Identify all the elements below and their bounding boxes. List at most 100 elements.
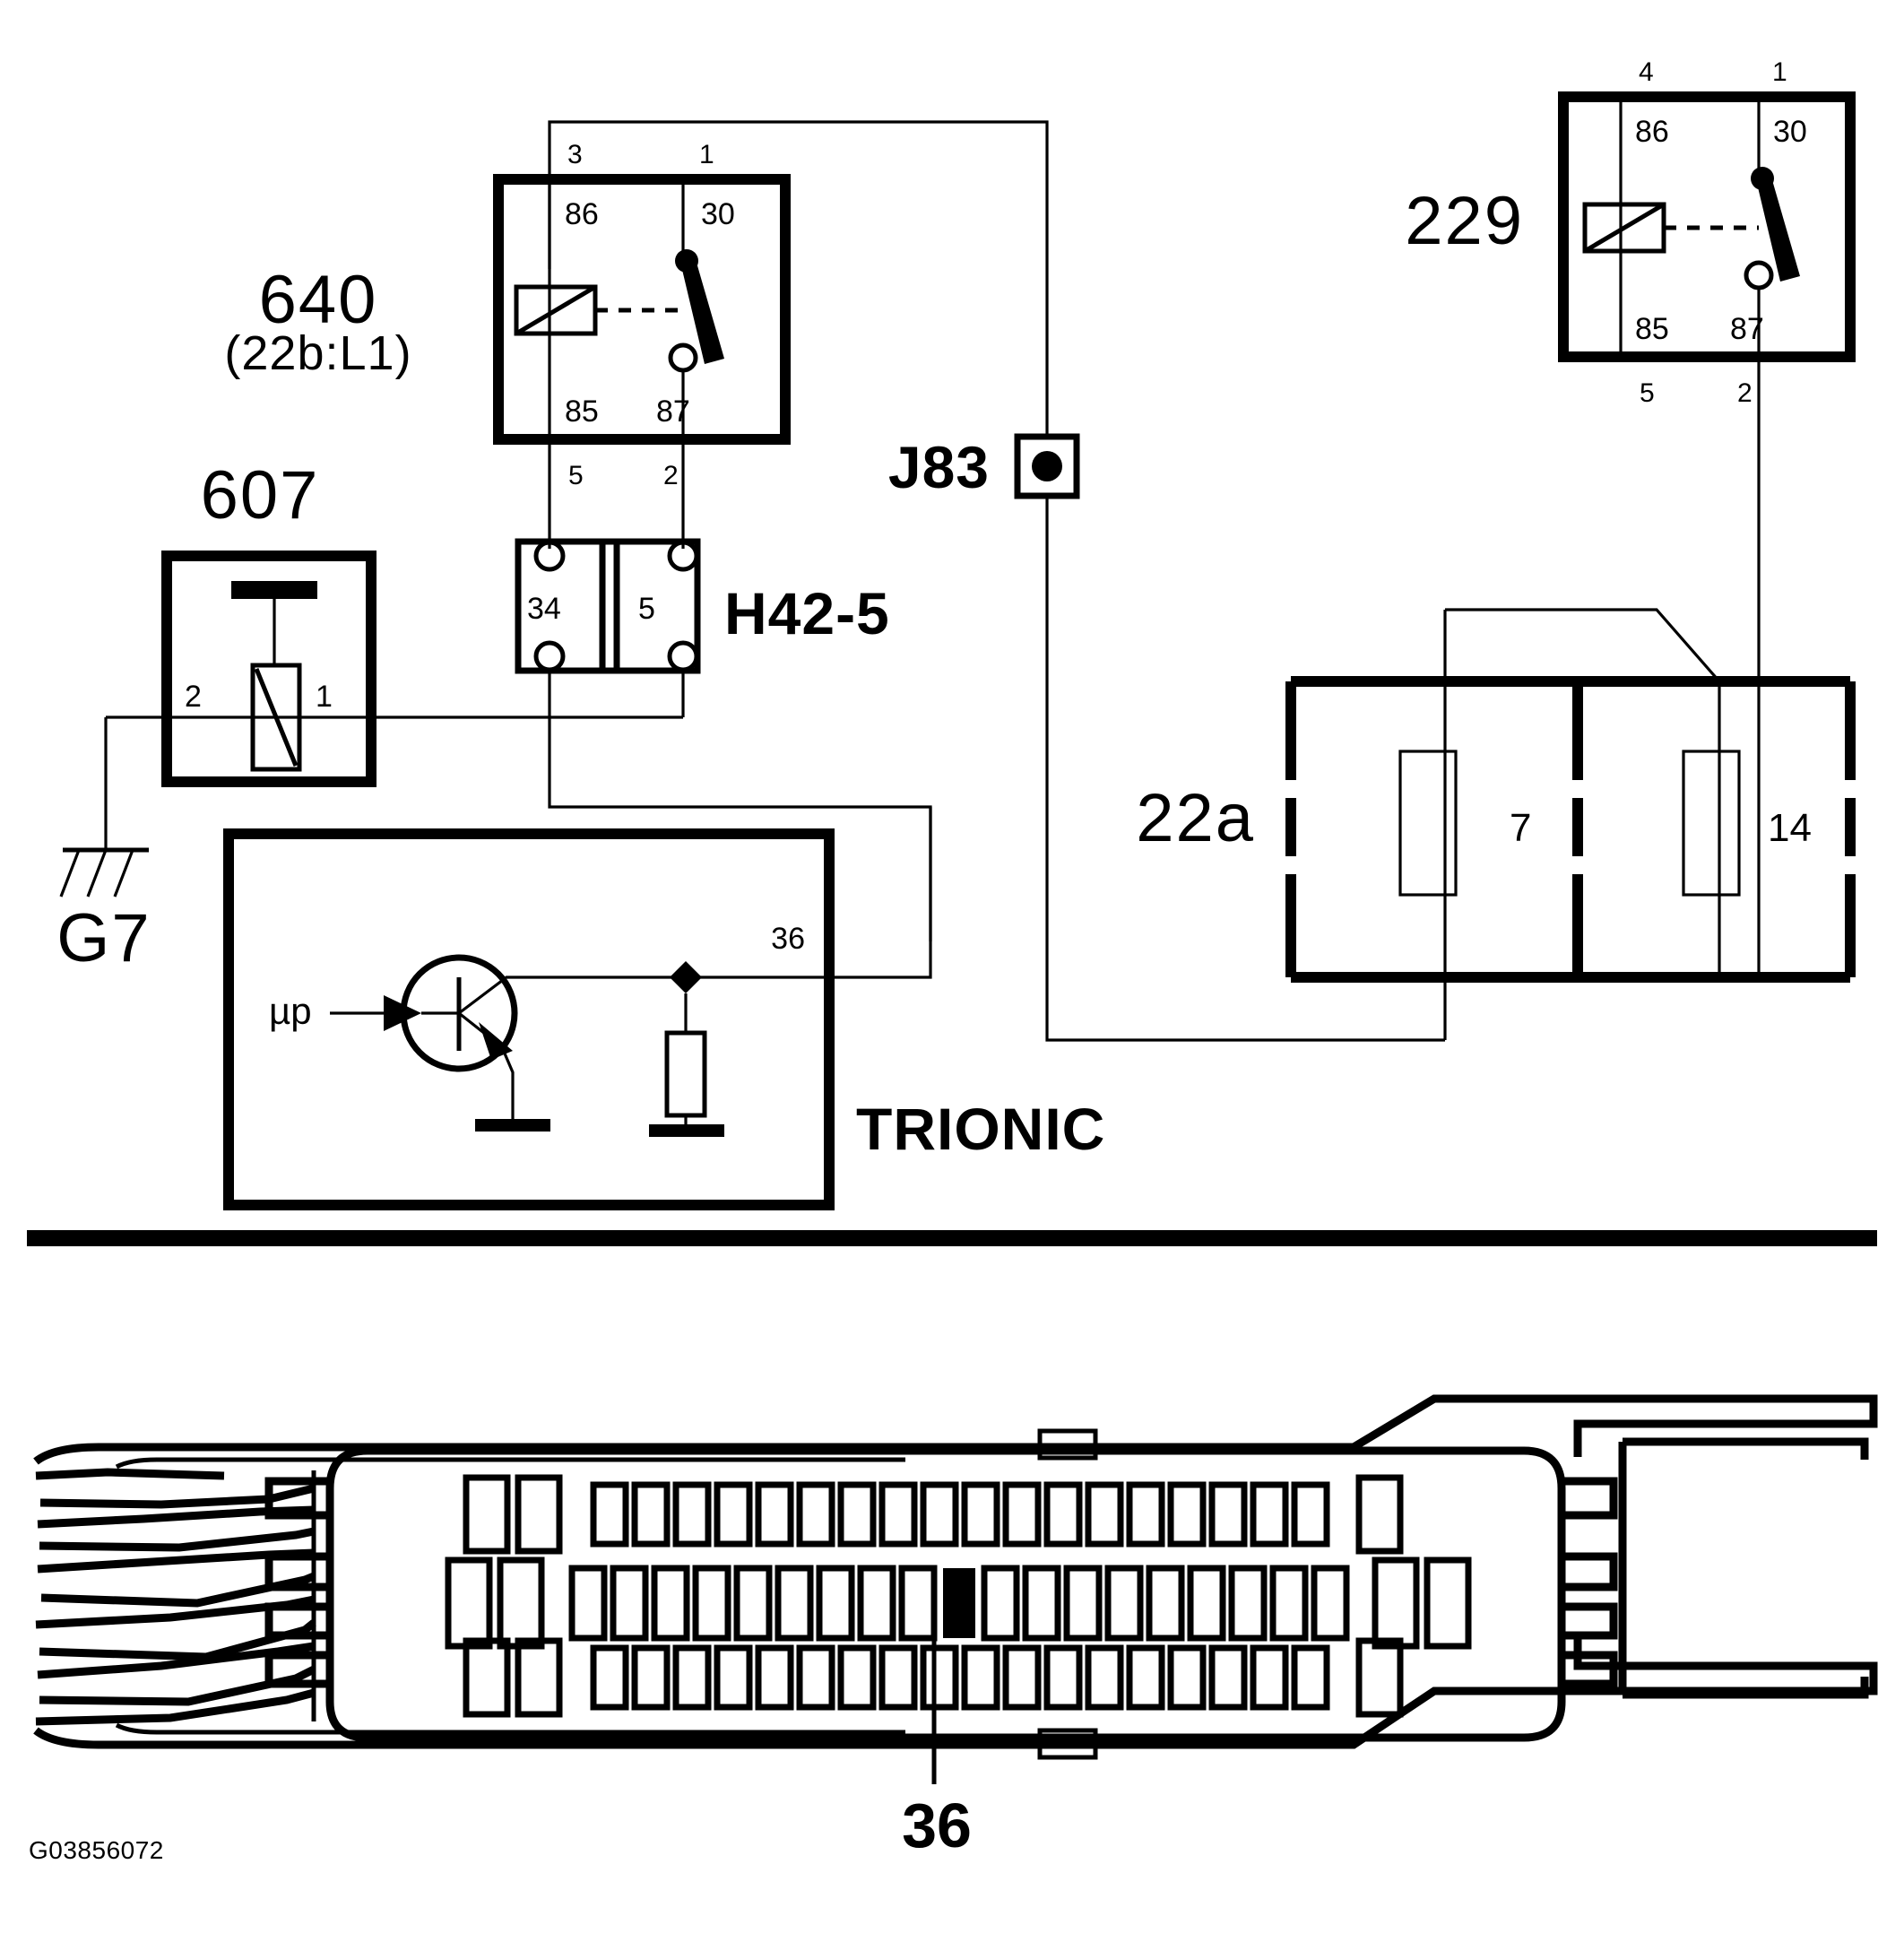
connector-pin-highlighted [943,1568,975,1638]
connector-pin-small [816,1565,855,1642]
connector-pin-large [1355,1474,1404,1555]
connector-pin-small [755,1644,794,1711]
sensor-607-label: 607 [201,457,320,533]
connector-pin-small [1208,1481,1248,1548]
relay-229-pin-30: 30 [1773,115,1807,149]
connector-pin-small [961,1481,1000,1548]
connector-pin-small [1269,1565,1309,1642]
relay-229-label: 229 [1405,183,1524,259]
connector-pin-small [1146,1565,1185,1642]
splice-j83-label: J83 [888,434,990,500]
connector-pin-small [1291,1644,1330,1711]
connector-pin-small [1104,1565,1144,1642]
relay-229[interactable]: 86 30 85 87 4 1 5 2 229 [1405,57,1856,408]
connector-pin-small [1311,1565,1350,1642]
connector-pin-small [714,1644,753,1711]
fusebox-22a[interactable]: 7 14 22a [1136,676,1856,983]
connector-pin-small [1085,1644,1124,1711]
wire-640-pin3-to-j83 [548,120,1049,439]
connector-pin-small [672,1644,712,1711]
connector-pin-small [837,1644,877,1711]
trionic-pin-36: 36 [771,922,805,956]
relay-229-pin-87: 87 [1730,312,1764,346]
connector-pin-small [610,1565,649,1642]
connector-body[interactable] [264,1428,1869,1760]
connector-pin-large [1355,1637,1404,1718]
connector-pin-small [651,1565,690,1642]
connector-pin-large [515,1637,563,1718]
wire-640-to-h42-5 [548,439,685,549]
connector-pin-small [755,1481,794,1548]
relay-229-ext-pin-2: 2 [1737,378,1753,408]
connector-pin-small [981,1565,1020,1642]
wire-h42-5-pin34-to-trionic-36 [548,671,932,941]
relay-229-ext-pin-4: 4 [1639,57,1654,87]
connector-pin-large [463,1637,511,1718]
connector-pin-large [1372,1556,1420,1650]
connector-pin-small [775,1565,814,1642]
connector-pin-small [733,1565,773,1642]
fusebox-22a-label: 22a [1136,780,1255,856]
relay-640-pin-30: 30 [701,197,735,231]
connector-pin-small [1002,1644,1042,1711]
module-trionic[interactable]: µp 36 TRIONIC [223,828,1105,1210]
connector-pin-small [1187,1565,1226,1642]
relay-640-sublabel: (22b:L1) [224,326,411,380]
connector-pin-small [590,1644,629,1711]
sensor-607[interactable]: 2 1 607 [161,457,376,787]
relay-640-ext-pin-2: 2 [663,461,679,490]
connector-pin-small [1002,1481,1042,1548]
connector-pin-small [898,1565,938,1642]
sensor-607-pin-2: 2 [185,680,202,714]
fusebox-22a-fuse-7: 7 [1510,806,1531,850]
ground-g7-label: G7 [56,900,151,976]
connector-pin-large [497,1556,545,1650]
connector-pin-large [445,1556,493,1650]
connector-pin-small [1126,1644,1165,1711]
connector-pin-small [878,1481,918,1548]
connector-pin-small [1291,1481,1330,1548]
connector-pin-small [796,1644,835,1711]
connector-pin-small [920,1481,959,1548]
connector-pin-small [672,1481,712,1548]
relay-229-pin-85: 85 [1635,312,1669,346]
connector-callout-pin-label: 36 [902,1791,972,1860]
trionic-micro-label: µp [269,990,312,1032]
connector-pin-small [837,1481,877,1548]
ground-g7[interactable]: G7 [56,847,151,976]
relay-640-pin-87: 87 [656,395,690,429]
connector-pin-small [1022,1565,1061,1642]
connector-pin-grid [445,1474,1472,1718]
connector-pin-small [1063,1565,1103,1642]
trionic-label: TRIONIC [856,1096,1105,1162]
h42-5-cell-34: 34 [527,592,561,626]
sensor-607-pin-1: 1 [316,680,333,714]
connector-pin-small [857,1565,896,1642]
relay-640-pin-86: 86 [565,197,599,231]
connector-pin-small [878,1644,918,1711]
connector-pin-small [1085,1481,1124,1548]
fusebox-22a-fuse-14: 14 [1768,806,1812,850]
splice-j83[interactable]: J83 [888,433,1080,500]
relay-229-ext-pin-1: 1 [1772,57,1787,87]
connector-h42-5[interactable]: 34 5 H42-5 [515,538,890,674]
connector-pin-small [1250,1481,1289,1548]
h42-5-label: H42-5 [724,580,890,646]
connector-pin-small [796,1481,835,1548]
wire-22a-internal [1443,608,1721,1040]
connector-pin-small [920,1644,959,1711]
connector-pin-small [1250,1644,1289,1711]
relay-640-ext-pin-3: 3 [567,140,583,169]
connector-pin-small [1228,1565,1268,1642]
section-divider [27,1230,1877,1246]
connector-pin-small [714,1481,753,1548]
connector-pin-large [463,1474,511,1555]
h42-5-cell-5: 5 [638,592,655,626]
relay-640-ext-pin-1: 1 [699,140,714,169]
relay-640[interactable]: 86 30 85 87 3 1 5 2 640 (22b:L1) [224,140,791,490]
connector-pin-small [631,1644,671,1711]
connector-pin-small [961,1644,1000,1711]
relay-229-pin-86: 86 [1635,115,1669,149]
